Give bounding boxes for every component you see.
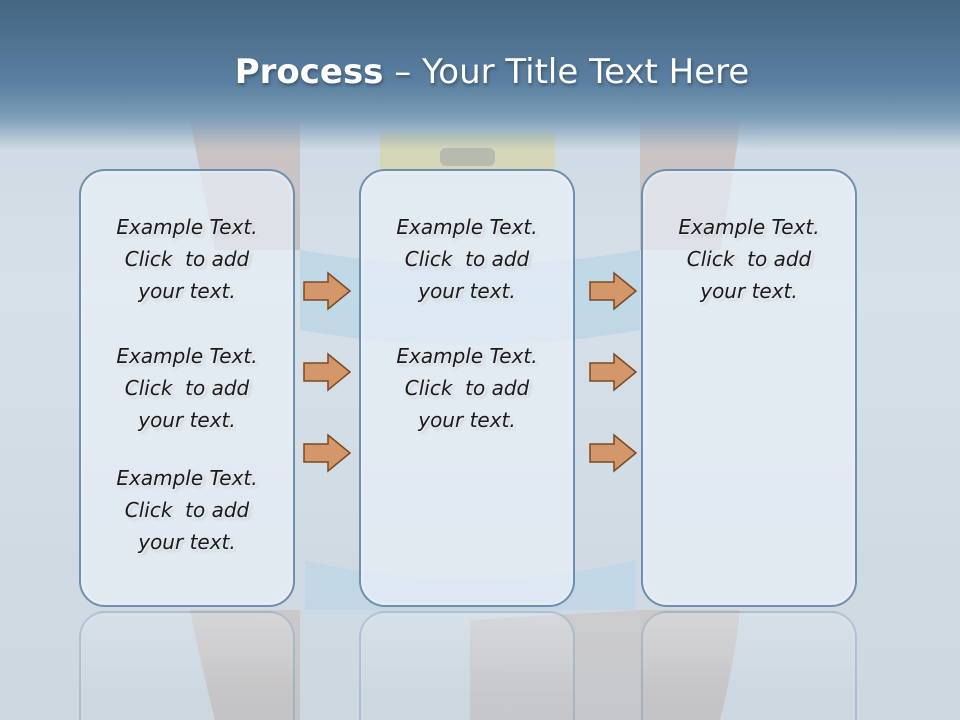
text-line: Click to add: [124, 498, 250, 522]
slide-title[interactable]: Process – Your Title Text Here: [0, 52, 960, 92]
text-line: your text.: [418, 408, 516, 432]
text-line: Click to add: [404, 247, 530, 271]
right-arrow-icon: [589, 352, 638, 392]
text-block-c2-b1[interactable]: Example Text. Click to add your text.: [359, 211, 575, 307]
text-line: your text.: [138, 279, 236, 303]
text-line: Click to add: [124, 376, 250, 400]
right-arrow-icon: [589, 433, 638, 473]
text-line: Example Text.: [396, 215, 538, 239]
text-block-c3-b1[interactable]: Example Text. Click to add your text.: [641, 211, 857, 307]
text-line: your text.: [700, 279, 798, 303]
text-block-c1-b1[interactable]: Example Text. Click to add your text.: [79, 211, 295, 307]
text-line: Example Text.: [116, 344, 258, 368]
text-line: your text.: [138, 408, 236, 432]
text-line: Click to add: [124, 247, 250, 271]
title-rest: – Your Title Text Here: [383, 52, 750, 92]
text-block-c2-b2[interactable]: Example Text. Click to add your text.: [359, 340, 575, 436]
title-bold: Process: [234, 52, 384, 92]
text-line: Example Text.: [116, 466, 258, 490]
right-arrow-icon: [303, 271, 352, 311]
box-reflection-3: [641, 611, 857, 720]
text-line: Click to add: [404, 376, 530, 400]
text-line: your text.: [138, 530, 236, 554]
process-box-2[interactable]: [359, 169, 575, 607]
right-arrow-icon: [589, 271, 638, 311]
process-box-3[interactable]: [641, 169, 857, 607]
text-line: Example Text.: [116, 215, 258, 239]
text-line: your text.: [418, 279, 516, 303]
process-box-1[interactable]: [79, 169, 295, 607]
text-line: Example Text.: [678, 215, 820, 239]
text-line: Example Text.: [396, 344, 538, 368]
right-arrow-icon: [303, 433, 352, 473]
box-reflection-1: [79, 611, 295, 720]
text-block-c1-b2[interactable]: Example Text. Click to add your text.: [79, 340, 295, 436]
box-reflection-2: [359, 611, 575, 720]
header-band: [0, 0, 960, 150]
text-block-c1-b3[interactable]: Example Text. Click to add your text.: [79, 462, 295, 558]
text-line: Click to add: [686, 247, 812, 271]
right-arrow-icon: [303, 352, 352, 392]
